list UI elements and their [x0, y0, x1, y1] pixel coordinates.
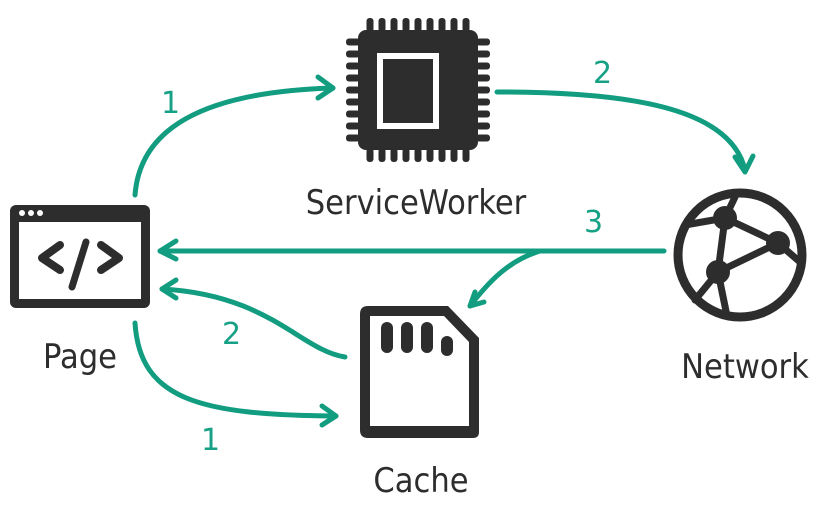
chip-pin — [476, 86, 490, 94]
step-label: 2 — [593, 56, 612, 91]
network-node[interactable]: Network — [673, 188, 809, 387]
chip-pin — [414, 148, 422, 162]
chip-pin — [346, 98, 360, 106]
page-node[interactable]: Page — [10, 205, 150, 377]
chip-pin — [414, 18, 422, 32]
chip-pin — [476, 110, 490, 118]
chip-pin — [346, 50, 360, 58]
cpu-chip-icon — [346, 18, 490, 162]
chip-pin — [346, 86, 360, 94]
chip-pin — [476, 134, 490, 142]
chip-pin — [390, 148, 398, 162]
chip-pin — [390, 18, 398, 32]
chip-pin — [462, 148, 470, 162]
chip-pin — [476, 122, 490, 130]
chip-pin — [426, 148, 434, 162]
browser-code-icon — [10, 205, 150, 308]
sd-card-icon — [360, 306, 479, 438]
chip-pin — [438, 18, 446, 32]
network-label: Network — [681, 347, 809, 387]
network-globe-icon — [673, 188, 807, 322]
service-worker-node[interactable]: ServiceWorker — [306, 18, 527, 223]
chip-pin — [346, 110, 360, 118]
chip-pin — [378, 18, 386, 32]
edge-page-to-serviceworker: 1 — [132, 74, 336, 198]
chip-pin — [402, 148, 410, 162]
chip-pin — [346, 134, 360, 142]
service-worker-label: ServiceWorker — [306, 183, 527, 223]
edge-cache-to-page: 2 — [159, 277, 348, 360]
chip-pin — [476, 62, 490, 70]
cache-label: Cache — [373, 461, 468, 501]
step-label: 2 — [222, 317, 241, 352]
chip-pin — [450, 18, 458, 32]
edge-network-to-page: 3 — [157, 205, 667, 262]
cache-node[interactable]: Cache — [360, 306, 479, 501]
chip-pin — [438, 148, 446, 162]
page-label: Page — [43, 337, 117, 377]
chip-pin — [462, 18, 470, 32]
edge-page-to-cache: 1 — [132, 320, 339, 458]
step-label: 1 — [161, 86, 180, 121]
chip-pin — [476, 38, 490, 46]
chip-pin — [378, 148, 386, 162]
step-label: 1 — [201, 423, 220, 458]
edge-serviceworker-to-network: 2 — [494, 56, 756, 175]
chip-pin — [450, 148, 458, 162]
chip-pin — [476, 74, 490, 82]
chip-pin — [426, 18, 434, 32]
step-label: 3 — [584, 205, 603, 240]
chip-pin — [346, 122, 360, 130]
chip-pin — [476, 50, 490, 58]
chip-pin — [346, 62, 360, 70]
chip-pin — [366, 18, 374, 32]
chip-pin — [476, 98, 490, 106]
chip-pin — [346, 38, 360, 46]
chip-pin — [346, 74, 360, 82]
edge-network-to-cache — [467, 248, 543, 309]
chip-pin — [402, 18, 410, 32]
chip-pin — [366, 148, 374, 162]
